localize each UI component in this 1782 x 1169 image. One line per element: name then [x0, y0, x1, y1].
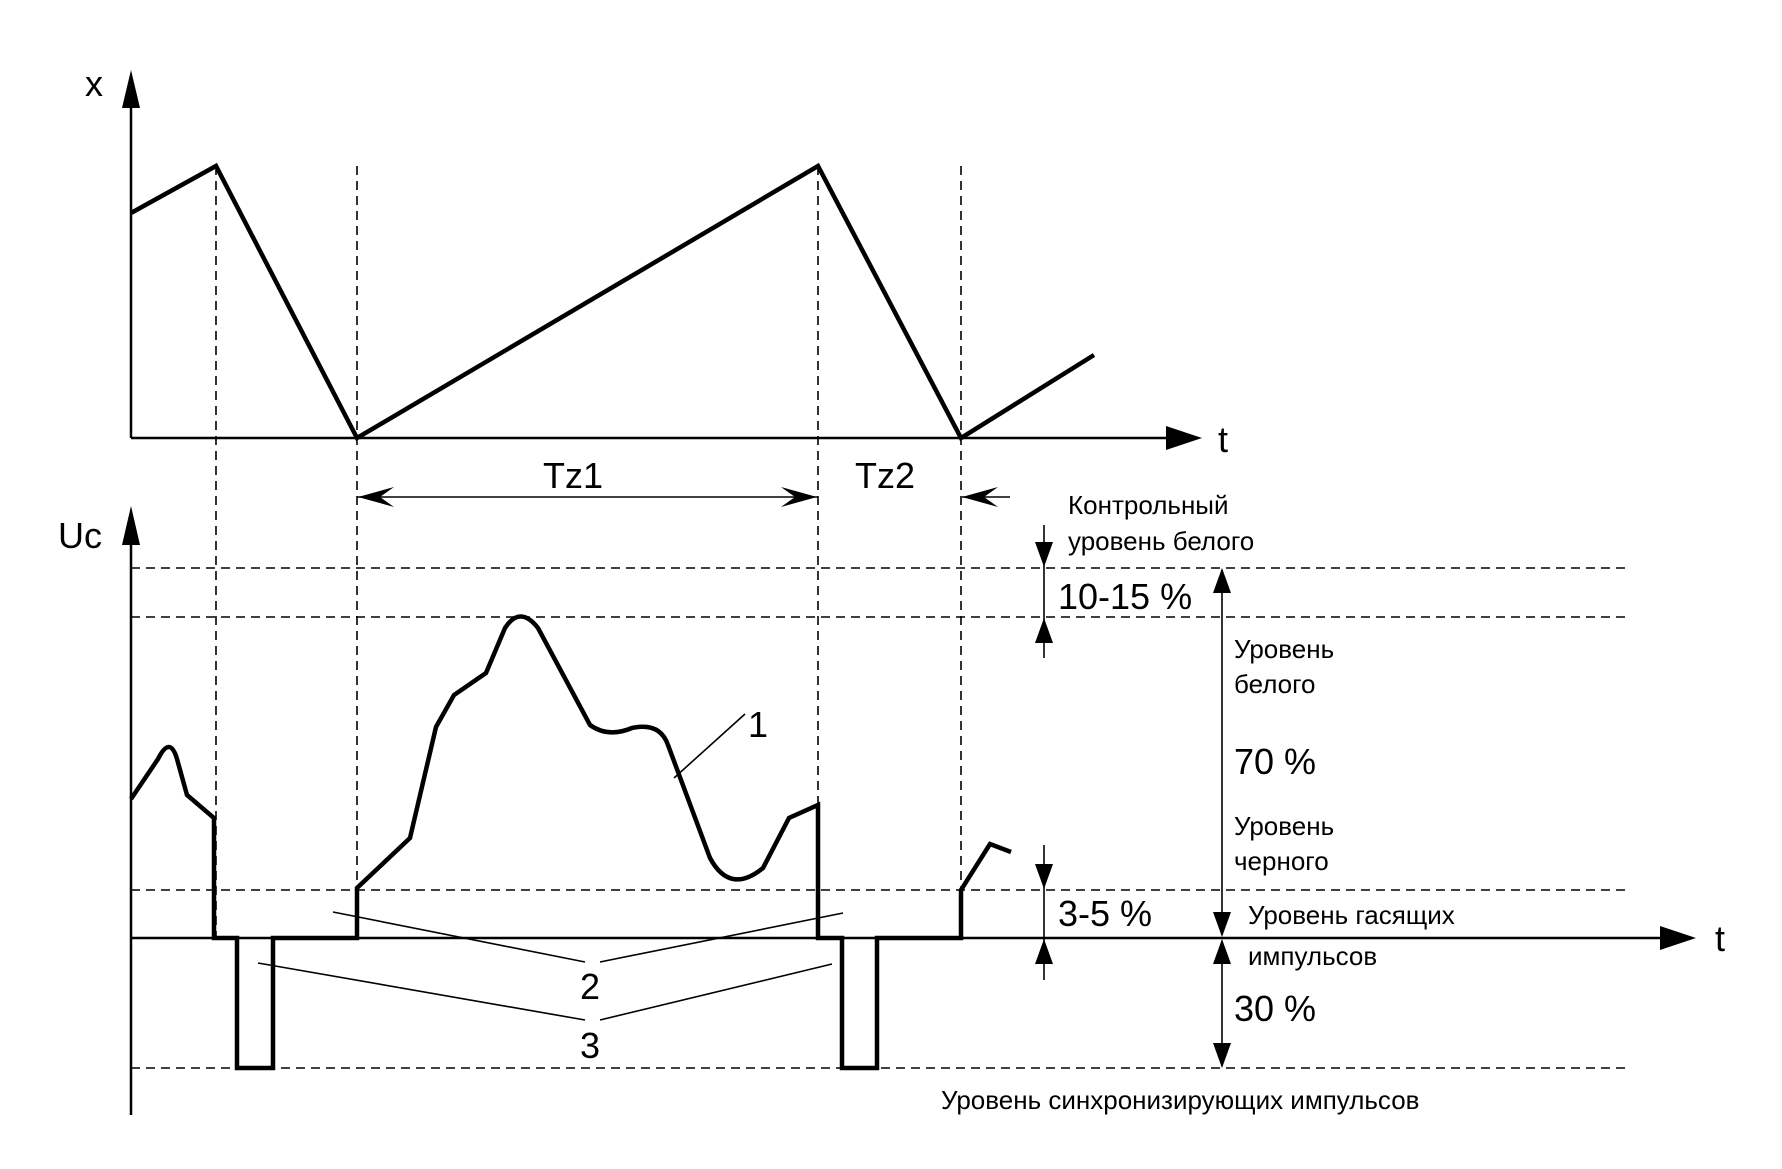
dim-sync-range-arrow-down: [1213, 1043, 1231, 1068]
control-white-label-line2: уровень белого: [1068, 526, 1254, 556]
sync-level-label: Уровень синхронизирующих импульсов: [941, 1085, 1420, 1115]
tz1-left-arrowhead: [358, 487, 394, 507]
callout-2-line-left: [332, 911, 586, 963]
sawtooth-scan-signal: [129, 162, 1096, 442]
video-signal-waveform: [129, 614, 1012, 1071]
callout-2-label: 2: [580, 966, 600, 1007]
tz1-label: Tz1: [543, 455, 603, 496]
white-label-line2: белого: [1234, 669, 1316, 699]
tz1-right-arrowhead: [781, 487, 817, 507]
dim-sync-range-arrow-up: [1213, 939, 1231, 964]
bottom-y-axis-label: Uc: [58, 515, 102, 556]
control-white-range-label: 10-15 %: [1058, 576, 1192, 617]
top-x-axis-label: t: [1218, 419, 1228, 460]
callout-3-line-right: [599, 963, 833, 1021]
black-label-line2: черного: [1234, 846, 1329, 876]
dim-white-range-arrow-down: [1213, 912, 1231, 937]
top-y-axis-arrow: [122, 70, 140, 108]
callout-1-line: [673, 713, 746, 779]
dim-control-white-arrow-up: [1035, 618, 1053, 643]
callout-2-line-right: [599, 912, 844, 963]
top-y-axis-label: x: [85, 63, 103, 104]
blanking-label-line1: Уровень гасящих: [1248, 900, 1455, 930]
sync-range-label: 30 %: [1234, 988, 1316, 1029]
dim-black-arrow-up: [1035, 939, 1053, 964]
tz2-label: Tz2: [855, 455, 915, 496]
dim-black-arrow-down: [1035, 864, 1053, 889]
blanking-label-line2: импульсов: [1248, 941, 1377, 971]
callout-3-label: 3: [580, 1025, 600, 1066]
control-white-label-line1: Контрольный: [1068, 490, 1229, 520]
bottom-x-axis-arrow: [1660, 926, 1696, 950]
white-range-label: 70 %: [1234, 741, 1316, 782]
black-range-label: 3-5 %: [1058, 893, 1152, 934]
bottom-x-axis-label: t: [1715, 918, 1725, 959]
top-x-axis-arrow: [1166, 426, 1202, 450]
callout-1-label: 1: [748, 704, 768, 745]
dim-white-range-arrow-up: [1213, 568, 1231, 593]
black-label-line1: Уровень: [1234, 811, 1334, 841]
white-label-line1: Уровень: [1234, 634, 1334, 664]
bottom-y-axis-arrow: [122, 506, 140, 545]
dim-control-white-arrow-down: [1035, 542, 1053, 567]
callout-3-line-left: [257, 962, 586, 1021]
